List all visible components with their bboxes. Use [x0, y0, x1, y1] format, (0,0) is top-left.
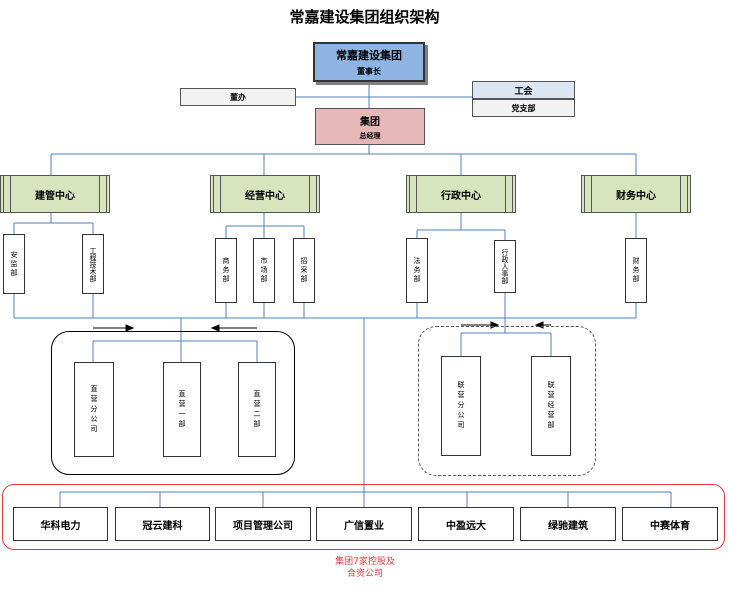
- gm-box-role: 总经理: [359, 131, 381, 140]
- company-project-mgmt: 项目管理公司: [215, 507, 311, 541]
- dept-engineering: 工程技术部: [82, 234, 104, 294]
- company-huake: 华科电力: [13, 507, 108, 541]
- center-construction: 建管中心: [0, 175, 110, 213]
- joint-branch: 联营分公司: [441, 356, 481, 456]
- dept-commerce: 商务部: [215, 238, 237, 303]
- direct-dept-1: 直营一部: [163, 362, 201, 457]
- center-admin: 行政中心: [406, 175, 516, 213]
- general-manager-box: 集团 总经理: [315, 108, 425, 145]
- dept-legal: 法务部: [406, 238, 428, 303]
- gm-box-name: 集团: [360, 116, 380, 128]
- center-business: 经营中心: [210, 175, 320, 213]
- companies-note-line-2: 合资公司: [346, 569, 383, 579]
- dept-hr: 行政人事部: [494, 240, 516, 293]
- company-zhongying: 中盈远大: [418, 507, 514, 541]
- dept-procurement: 招采部: [293, 238, 315, 303]
- top-box-name: 常嘉建设集团: [336, 49, 402, 62]
- joint-business-dept: 联营经营部: [531, 356, 571, 456]
- company-guanyun: 冠云建科: [115, 507, 210, 541]
- dept-finance: 财务部: [625, 238, 647, 303]
- top-box-role: 董事长: [357, 67, 381, 76]
- direct-group-frame: [51, 331, 295, 475]
- companies-note: 集团7家控股及 合资公司: [300, 556, 430, 580]
- companies-frame: [2, 484, 725, 550]
- company-lvchi: 绿驰建筑: [520, 507, 616, 541]
- company-zhongsai: 中赛体育: [622, 507, 718, 541]
- company-guangxin: 广信置业: [316, 507, 412, 541]
- dept-market: 市场部: [253, 238, 275, 303]
- direct-branch: 直营分公司: [74, 362, 114, 457]
- companies-note-line-1: 集团7家控股及: [335, 557, 395, 567]
- union-box: 工会: [472, 81, 575, 99]
- joint-group-frame: [418, 326, 596, 476]
- top-box-chairman: 常嘉建设集团 董事长: [313, 42, 425, 82]
- center-finance: 财务中心: [581, 175, 691, 213]
- dept-safety: 安监部: [3, 234, 25, 294]
- office-box: 董办: [180, 88, 296, 106]
- direct-dept-2: 直营二部: [238, 362, 276, 457]
- page-title: 常嘉建设集团组织架构: [289, 8, 440, 26]
- party-branch-box: 党支部: [472, 99, 575, 117]
